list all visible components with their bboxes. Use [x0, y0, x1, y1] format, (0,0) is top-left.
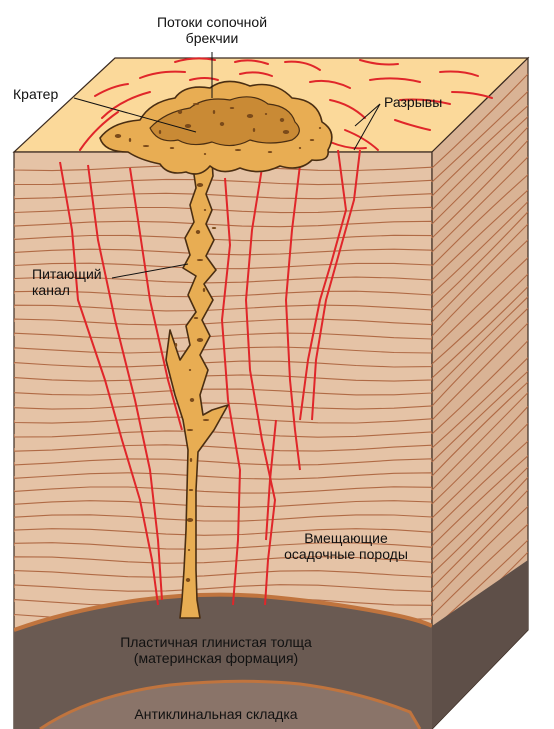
label-mud-breccia-flows: Потоки сопочной брекчии	[148, 14, 276, 46]
breccia-speckle	[170, 147, 174, 149]
breccia-speckle	[265, 113, 267, 115]
label-host-sediments-line1: Вмещающие	[274, 530, 418, 546]
breccia-speckle	[203, 288, 205, 292]
label-faults: Разрывы	[384, 94, 442, 110]
breccia-speckle	[280, 118, 284, 122]
breccia-speckle	[212, 227, 216, 229]
label-plastic-clay-line2: (материнская формация)	[76, 650, 356, 666]
breccia-speckle	[283, 130, 289, 134]
breccia-speckle	[299, 147, 301, 149]
breccia-speckle	[253, 128, 255, 132]
breccia-speckle	[230, 107, 234, 109]
label-mud-breccia-flows-line1: Потоки сопочной	[148, 14, 276, 30]
breccia-speckle	[220, 122, 224, 126]
label-plastic-clay: Пластичная глинистая толща (материнская …	[76, 634, 356, 666]
breccia-speckle	[115, 134, 121, 138]
breccia-speckle	[247, 114, 253, 118]
label-plastic-clay-line1: Пластичная глинистая толща	[76, 634, 356, 650]
label-crater: Кратер	[13, 86, 58, 102]
breccia-speckle	[197, 338, 203, 342]
breccia-speckle	[194, 317, 198, 319]
breccia-speckle	[187, 429, 193, 431]
breccia-speckle	[143, 145, 149, 147]
breccia-speckle	[190, 398, 194, 402]
breccia-speckle	[175, 343, 177, 347]
label-feeding-channel-line2: канал	[32, 282, 102, 298]
breccia-speckle	[178, 110, 182, 114]
breccia-speckle	[188, 549, 190, 551]
breccia-speckle	[189, 489, 193, 491]
breccia-speckle	[204, 209, 206, 211]
breccia-speckle	[213, 110, 215, 114]
breccia-speckle	[203, 419, 209, 421]
breccia-speckle	[193, 103, 199, 105]
breccia-speckle	[189, 369, 191, 371]
label-host-sediments-line2: осадочные породы	[274, 546, 418, 562]
breccia-speckle	[196, 230, 200, 234]
label-host-sediments: Вмещающие осадочные породы	[274, 530, 418, 562]
breccia-speckle	[268, 151, 272, 153]
breccia-speckle	[187, 518, 193, 522]
breccia-speckle	[197, 259, 203, 261]
breccia-speckle	[310, 139, 314, 141]
breccia-speckle	[204, 153, 206, 155]
label-mud-breccia-flows-line2: брекчии	[148, 30, 276, 46]
breccia-speckle	[197, 183, 203, 187]
label-feeding-channel: Питающий канал	[32, 266, 102, 298]
label-feeding-channel-line1: Питающий	[32, 266, 102, 282]
breccia-speckle	[186, 578, 190, 582]
breccia-speckle	[185, 124, 191, 128]
breccia-speckle	[129, 138, 131, 142]
label-anticline: Антиклинальная складка	[76, 706, 356, 722]
breccia-speckle	[159, 130, 161, 134]
breccia-speckle	[235, 149, 241, 151]
breccia-speckle	[319, 127, 321, 129]
breccia-speckle	[190, 458, 192, 462]
